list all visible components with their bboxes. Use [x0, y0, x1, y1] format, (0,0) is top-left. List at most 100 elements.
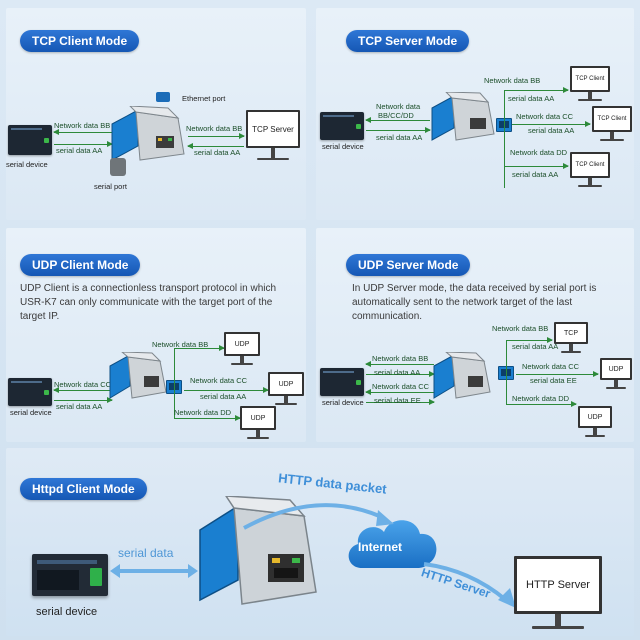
udp-monitor-2: UDP — [578, 406, 612, 438]
udp-label: UDP — [600, 358, 632, 380]
internet-label: Internet — [358, 540, 403, 554]
arrow-right — [366, 371, 435, 377]
branch-line — [504, 90, 505, 188]
usr-k7-module — [431, 92, 495, 141]
network-data-label: Network data — [376, 102, 421, 111]
serial-data-label: serial data AA — [56, 146, 103, 155]
tcp-client-label: TCP Client — [570, 66, 610, 92]
branch1-ser-label: serial data AA — [512, 342, 559, 351]
usr-k7-module — [109, 352, 167, 399]
tcp-client-panel: TCP Client Mode serial device Network da… — [6, 8, 306, 220]
serial-data-label: serial data — [118, 546, 174, 560]
udp-client-title: UDP Client Mode — [20, 254, 141, 276]
left-ser-aa-label: serial data AA — [374, 368, 421, 377]
serial-device-icon — [320, 368, 364, 396]
http-server-label: HTTP Server — [514, 556, 602, 614]
tcp-client-monitor-3: TCP Client — [570, 152, 610, 188]
serial-data-arrow — [110, 564, 198, 578]
serial-data-label-right: serial data AA — [194, 148, 241, 157]
serial-data-label: serial data AA — [376, 133, 423, 142]
arrow-right — [504, 87, 569, 93]
branch2-ser-label: serial data AA — [528, 126, 575, 135]
arrow-right — [504, 163, 569, 169]
arrow-left — [187, 143, 244, 149]
branch3-net-label: Network data DD — [174, 408, 232, 417]
udp-monitor-2: UDP — [268, 372, 304, 406]
http-server-monitor: HTTP Server — [514, 556, 602, 634]
udp-client-description: UDP Client is a connectionless transport… — [20, 283, 277, 322]
udp-monitor-1: UDP — [600, 358, 632, 390]
arrow-right — [512, 121, 591, 127]
network-data-label: Network data CC — [54, 380, 112, 389]
udp-monitor-1: UDP — [224, 332, 260, 366]
arrow-right — [188, 133, 245, 139]
network-data-label-right: Network data BB — [186, 124, 243, 133]
branch2-ser-label: serial data EE — [530, 376, 577, 385]
serial-device-icon — [320, 112, 364, 140]
httpd-client-title: Httpd Client Mode — [20, 478, 147, 500]
arrow-left — [53, 387, 112, 393]
tcp-server-panel: TCP Server Mode serial device Network da… — [316, 8, 634, 220]
arrow-left — [365, 117, 430, 123]
tcp-client-monitor-2: TCP Client — [592, 106, 632, 142]
tcp-client-monitor-1: TCP Client — [570, 66, 610, 102]
udp-label: UDP — [224, 332, 260, 356]
http-packet-arrow — [243, 503, 394, 530]
arrow-right — [516, 371, 599, 377]
serial-device-icon — [8, 378, 52, 406]
branch-line — [506, 340, 507, 404]
branch2-ser-label: serial data AA — [200, 392, 247, 401]
udp-label: UDP — [240, 406, 276, 430]
tcp-monitor: TCP — [554, 322, 588, 354]
branch-line — [174, 348, 175, 418]
udp-server-panel: UDP Server Mode In UDP Server mode, the … — [316, 228, 634, 442]
tcp-server-title: TCP Server Mode — [346, 30, 470, 52]
arrow-right — [54, 397, 113, 403]
udp-client-panel: UDP Client Mode UDP Client is a connecti… — [6, 228, 306, 442]
usr-k7-module — [433, 352, 491, 399]
arrow-right — [184, 387, 269, 393]
network-data-values: BB/CC/DD — [378, 111, 414, 120]
udp-label: UDP — [578, 406, 612, 428]
branch1-net-label: Network data BB — [492, 324, 549, 333]
serial-data-label: serial data AA — [56, 402, 103, 411]
branch1-net-label: Network data BB — [152, 340, 209, 349]
http-server-arrow — [423, 562, 516, 608]
udp-monitor-3: UDP — [240, 406, 276, 440]
tcp-server-label: TCP Server — [246, 110, 300, 148]
arrow-left — [53, 129, 112, 135]
arrow-right — [174, 415, 241, 421]
arrow-right — [54, 141, 113, 147]
arrow-right — [506, 337, 553, 343]
ethernet-port-icon — [156, 92, 170, 102]
left-ser-ee-label: serial data EE — [374, 396, 421, 405]
tcp-client-label: TCP Client — [592, 106, 632, 132]
branch1-ser-label: serial data AA — [508, 94, 555, 103]
tcp-client-label: TCP Client — [570, 152, 610, 178]
arrow-left — [365, 389, 434, 395]
arrow-right — [174, 345, 225, 351]
httpd-client-panel: Httpd Client Mode serial device serial d… — [6, 448, 634, 636]
tcp-client-title: TCP Client Mode — [20, 30, 140, 52]
internet-cloud — [348, 520, 437, 568]
tcp-label: TCP — [554, 322, 588, 344]
arrow-right — [506, 401, 577, 407]
branch3-net-label: Network data DD — [510, 148, 568, 157]
udp-server-title: UDP Server Mode — [346, 254, 471, 276]
serial-port-label: serial port — [94, 182, 127, 191]
plc-device-icon — [32, 554, 108, 596]
arrow-right — [366, 399, 435, 405]
serial-device-label: serial device — [10, 408, 52, 417]
network-data-label: Network data BB — [54, 121, 111, 130]
ethernet-port-label: Ethernet port — [182, 94, 226, 103]
serial-device-label: serial device — [322, 398, 364, 407]
udp-server-description: In UDP Server mode, the data received by… — [352, 283, 597, 322]
arrow-left — [365, 361, 434, 367]
tcp-server-monitor: TCP Server — [246, 110, 300, 162]
serial-device-label: serial device — [36, 606, 98, 618]
left-net-cc-label: Network data CC — [372, 382, 430, 391]
serial-device-label: serial device — [322, 142, 364, 151]
usr-k7-module — [111, 106, 185, 161]
left-net-bb-label: Network data BB — [372, 354, 429, 363]
